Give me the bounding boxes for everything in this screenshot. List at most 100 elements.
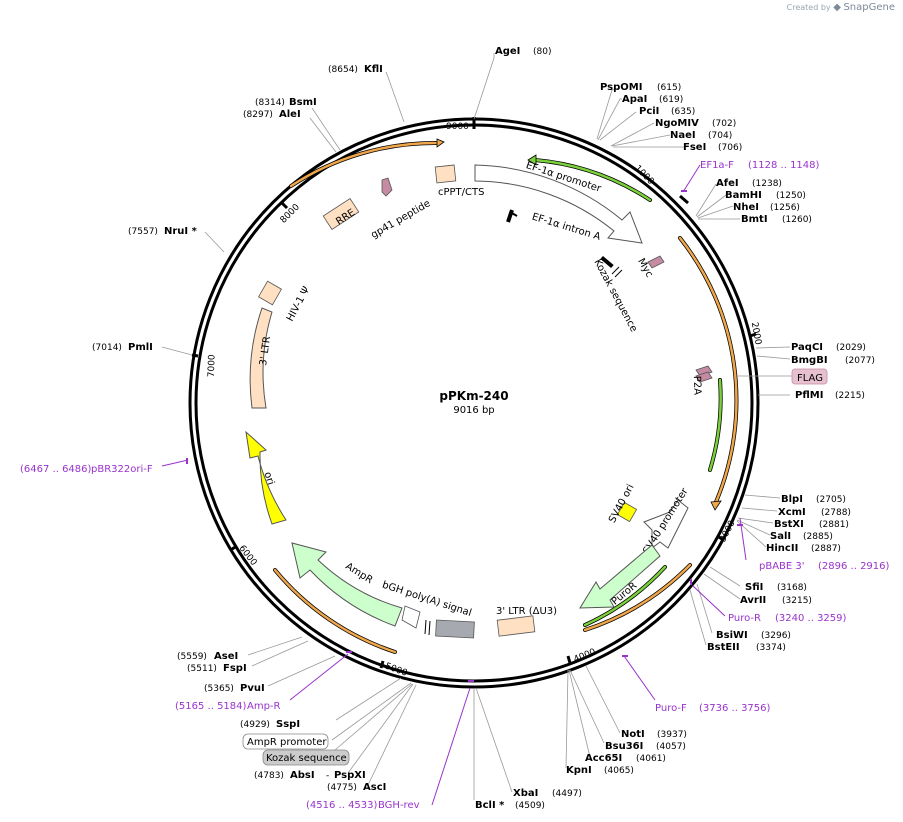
ampr-promoter-shape	[401, 605, 421, 629]
ampr-promoter-box	[242, 733, 329, 750]
tick-5000	[379, 660, 385, 669]
site-bsiwi: BsiWI	[716, 630, 748, 641]
tick-2000	[749, 332, 757, 338]
site-acc65i-pos: (4061)	[636, 754, 666, 764]
tick-label-8000: 8000	[279, 202, 302, 225]
site-bsteii-pos: (3374)	[756, 643, 786, 653]
site-afeI-pos: (1238)	[752, 179, 782, 189]
site-bsteii: BstEII	[707, 642, 740, 653]
site-kpnI-pos: (4065)	[604, 766, 634, 776]
site-bclI-pos: (4509)	[515, 801, 545, 811]
ltr3-left-label: 3' LTR	[258, 336, 273, 367]
site-kflI-pos: (8654)	[328, 65, 358, 75]
ori-label: ori	[261, 471, 275, 487]
site-hincii-pos: (2887)	[811, 544, 841, 554]
site-blpI-pos: (2705)	[816, 495, 846, 505]
site-dash: -	[326, 771, 329, 781]
orange-orf-arcs	[273, 138, 739, 654]
orf-arc-main-arrowhead	[710, 500, 722, 511]
myc-tag-shape	[647, 255, 665, 269]
primer-pbabe3-range: (2896 .. 2916)	[818, 561, 890, 572]
kozak-inner-label: Kozak sequence	[591, 257, 639, 333]
watermark: Created by ◆ SnapGene	[787, 2, 895, 13]
kozak-outer-tick-a	[424, 619, 427, 635]
primer-pbr322ori-f-range: (6467 .. 6486)	[20, 464, 92, 475]
site-naeI-pos: (704)	[708, 131, 732, 141]
site-ascI: AscI	[363, 782, 386, 793]
ltr3-du3-label: 3' LTR (ΔU3)	[496, 606, 557, 617]
site-nheI-pos: (1256)	[770, 203, 800, 213]
site-bamhi: BamHI	[725, 190, 762, 201]
site-paqci-pos: (2029)	[836, 343, 866, 353]
orf-arc-main	[678, 236, 738, 504]
watermark-created-by: Created by	[786, 3, 831, 12]
p2a-shape-a	[695, 365, 713, 377]
site-bstxi: BstXI	[774, 519, 804, 530]
snapgene-logo-icon: ◆	[833, 2, 841, 13]
site-bsu36i-pos: (4057)	[656, 742, 686, 752]
kozak-inner-block	[600, 255, 614, 269]
orf-arc-ampr	[273, 568, 397, 654]
primer-puro-f-range: (3736 .. 3756)	[699, 703, 771, 714]
tick-1000	[679, 194, 689, 205]
site-acc65i: Acc65I	[585, 753, 622, 764]
site-fseI: FseI	[683, 142, 706, 153]
site-apaI-pos: (619)	[659, 95, 683, 105]
ltr3-left-shape	[249, 307, 273, 409]
tick-4000	[566, 655, 572, 664]
hiv-psi-label: HIV-1 Ψ	[285, 285, 312, 324]
site-pflmi-pos: (2215)	[835, 391, 865, 401]
tick-8000	[280, 201, 289, 210]
green-arc-puro	[583, 565, 667, 627]
site-naeI: NaeI	[670, 130, 696, 141]
cppt-box	[434, 164, 457, 184]
backbone-outer	[188, 117, 760, 689]
ampr-arrow	[291, 542, 403, 627]
site-pciI: PciI	[639, 106, 659, 117]
site-hincii: HincII	[766, 543, 798, 554]
tick-6000	[231, 544, 238, 551]
site-avrii: AvrII	[740, 595, 766, 606]
site-pmlI-pos: (7014)	[92, 343, 122, 353]
site-bsmI: BsmI	[289, 97, 317, 108]
cppt-label: cPPT/CTS	[438, 187, 484, 198]
rre-box	[322, 198, 360, 230]
primer-pbr322ori-f: pBR322ori-F	[91, 464, 153, 475]
site-bclI: BclI *	[475, 800, 505, 811]
site-salI: SalI	[770, 531, 791, 542]
site-pflmi: PflMI	[795, 390, 823, 401]
site-pspxi: PspXI	[334, 770, 366, 781]
site-ageI-pos: (80)	[533, 47, 551, 57]
site-absI: AbsI	[290, 770, 315, 781]
site-ngomiv: NgoMIV	[655, 118, 699, 129]
ef1a-intron-label: EF-1α intron A	[530, 212, 601, 243]
primer-amp-r: Amp-R	[247, 701, 281, 712]
green-arc-flag	[708, 378, 722, 472]
site-sfiI: SfiI	[745, 582, 763, 593]
site-xbaI: XbaI	[513, 788, 538, 799]
backbone-inner	[194, 123, 754, 683]
site-xcmI: XcmI	[778, 507, 806, 518]
site-kpnI: KpnI	[566, 765, 592, 776]
ef1a-promoter-arrow	[474, 164, 643, 244]
site-aseI: AseI	[214, 651, 238, 662]
site-aseI-pos: (5559)	[177, 652, 207, 662]
kozak-outer-tick-b	[428, 620, 431, 636]
ltr3-du3-box	[496, 615, 536, 637]
site-notI-pos: (3937)	[657, 730, 687, 740]
site-notI: NotI	[621, 729, 645, 740]
site-pspomi-pos: (615)	[657, 83, 681, 93]
tick-label-4000: 4000	[572, 647, 597, 665]
site-pciI-pos: (635)	[671, 107, 695, 117]
primer-marks	[186, 190, 743, 682]
site-bmgbi: BmgBI	[791, 355, 828, 366]
site-aleI: AleI	[279, 109, 301, 120]
sv40-ori-label: SV40 ori	[607, 483, 636, 525]
site-pvuI: PvuI	[240, 683, 265, 694]
site-bsu36i: Bsu36I	[605, 741, 643, 752]
site-kflI: KflI	[364, 64, 383, 75]
kozak-inner-tick-b	[614, 269, 623, 278]
p2a-label: P2A	[691, 376, 703, 396]
site-bstxi-pos: (2881)	[819, 520, 849, 530]
